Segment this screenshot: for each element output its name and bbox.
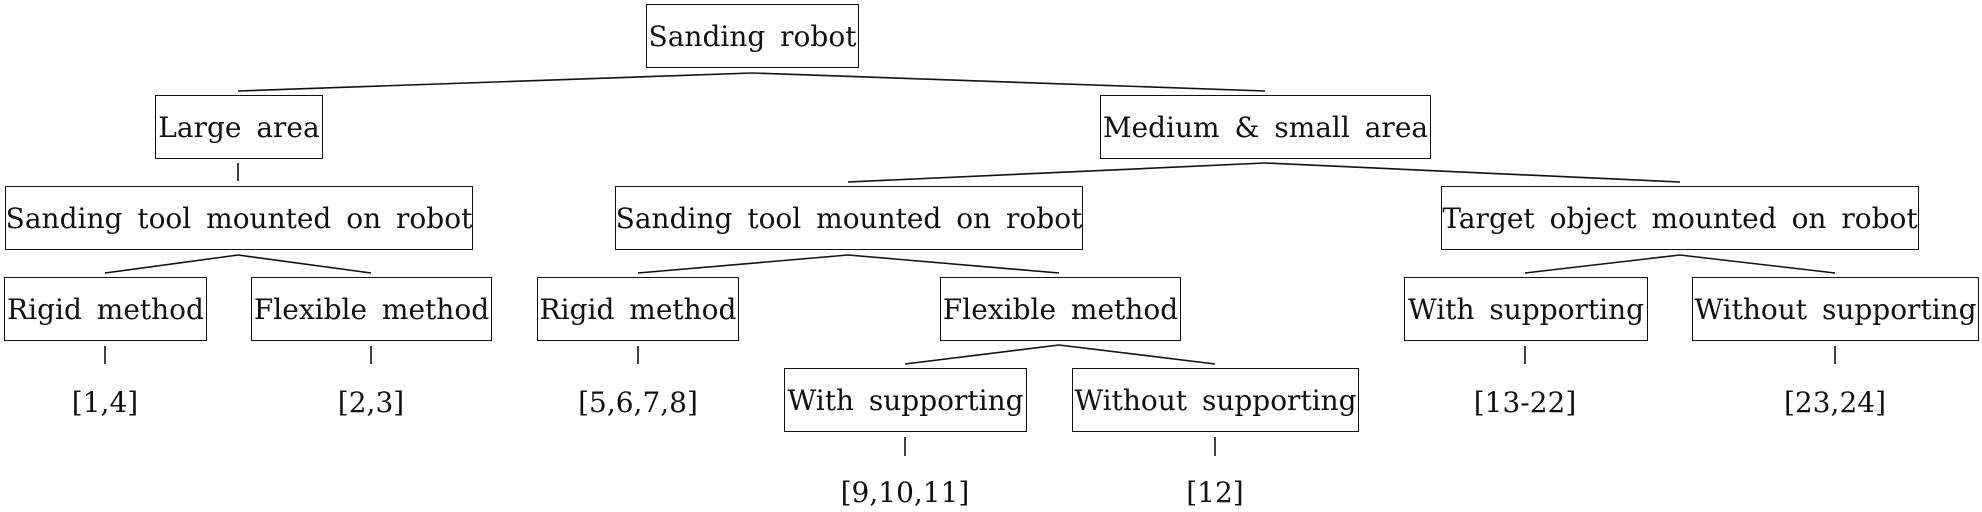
connector-mid-flexible	[847, 254, 1060, 274]
ref-label-large-rigid: [1,4]	[71, 386, 139, 419]
node-flexible-with-supporting: With supporting	[784, 368, 1027, 432]
ref-label-flexible-without: [12]	[1186, 476, 1244, 509]
connector-root-medium-small-area	[751, 72, 1266, 92]
node-large-rigid-method: Rigid method	[4, 277, 207, 341]
node-medium-rigid-method: Rigid method	[537, 277, 739, 341]
node-large-area: Large area	[155, 95, 323, 159]
node-medium-flexible-method: Flexible method	[940, 277, 1181, 341]
node-target-object: Target object mounted on robot	[1441, 186, 1919, 250]
connector-target-with	[1524, 254, 1681, 274]
connector-flexible-with	[904, 344, 1060, 365]
connector-medium-target-object	[1264, 162, 1681, 183]
ref-label-large-flexible: [2,3]	[337, 386, 405, 419]
node-large-sanding-tool: Sanding tool mounted on robot	[5, 186, 473, 250]
ref-label-flexible-with: [9,10,11]	[840, 476, 970, 509]
node-medium-sanding-tool: Sanding tool mounted on robot	[615, 186, 1083, 250]
node-target-without-supporting: Without supporting	[1692, 277, 1979, 341]
node-medium-small-area: Medium & small area	[1100, 95, 1431, 159]
node-sanding-robot: Sanding robot	[646, 4, 859, 68]
ref-label-medium-rigid: [5,6,7,8]	[578, 386, 698, 419]
connector-target-without	[1679, 254, 1836, 274]
node-large-flexible-method: Flexible method	[251, 277, 492, 341]
connector-left-flexible	[237, 254, 372, 274]
node-flexible-without-supporting: Without supporting	[1072, 368, 1359, 432]
connector-medium-sanding-tool	[847, 162, 1266, 183]
ref-label-target-without: [23,24]	[1783, 386, 1887, 419]
connector-left-rigid	[104, 254, 239, 274]
connector-root-large-area	[237, 72, 753, 92]
node-target-with-supporting: With supporting	[1404, 277, 1648, 341]
connector-mid-rigid	[637, 254, 849, 274]
ref-label-target-with: [13-22]	[1473, 386, 1577, 419]
connector-flexible-without	[1058, 344, 1216, 365]
